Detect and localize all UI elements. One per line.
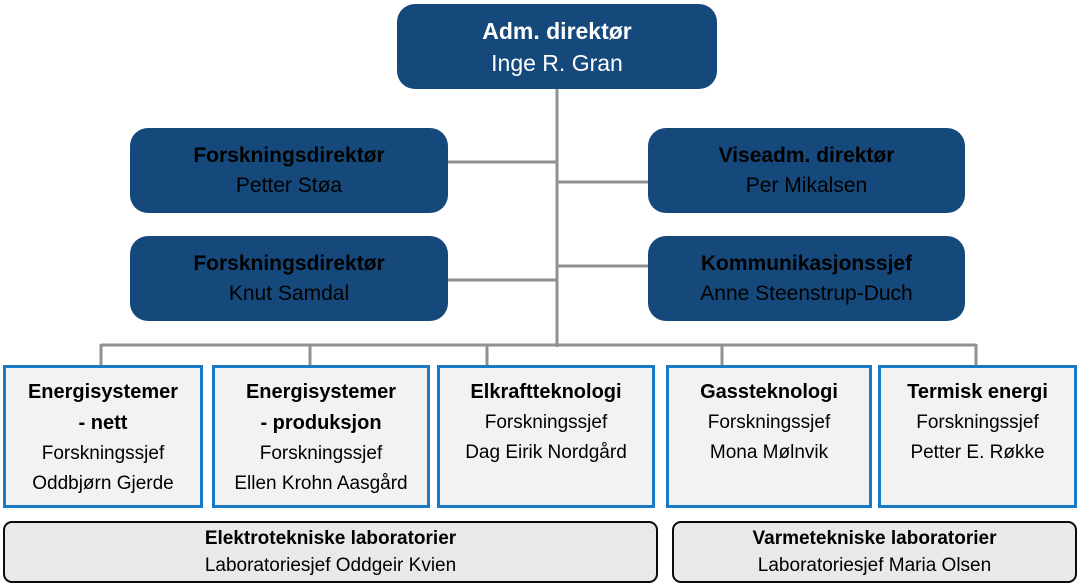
node-forskningsdirektor-samdal: Forskningsdirektør Knut Samdal — [130, 236, 448, 321]
node-name: Per Mikalsen — [745, 173, 868, 197]
node-title: Kommunikasjonssjef — [700, 251, 913, 275]
node-name: Laboratoriesjef Maria Olsen — [757, 555, 992, 576]
node-energisystemer-produksjon: Energisystemer - produksjon Forskningssj… — [212, 365, 430, 508]
node-title: Varmetekniske laboratorier — [752, 528, 997, 549]
node-gassteknologi: Gassteknologi Forskningssjef Mona Mølnvi… — [666, 365, 872, 508]
node-name: Inge R. Gran — [491, 49, 623, 76]
node-elkraftteknologi: Elkraftteknologi Forskningssjef Dag Eiri… — [437, 365, 655, 508]
node-name: Mona Mølnvik — [709, 442, 829, 463]
node-kommunikasjonssjef: Kommunikasjonssjef Anne Steenstrup-Duch — [648, 236, 965, 321]
node-name: Anne Steenstrup-Duch — [700, 281, 913, 305]
node-title: Energisystemer - nett — [27, 381, 179, 434]
node-energisystemer-nett: Energisystemer - nett Forskningssjef Odd… — [3, 365, 203, 508]
node-role: Forskningssjef — [707, 412, 831, 433]
node-viseadm-direktor: Viseadm. direktør Per Mikalsen — [648, 128, 965, 213]
node-title: Gassteknologi — [700, 381, 838, 403]
node-name: Petter E. Røkke — [910, 442, 1045, 463]
node-title: Elkraftteknologi — [470, 381, 622, 403]
node-title: Energisystemer - produksjon — [245, 381, 397, 434]
node-title: Termisk energi — [907, 381, 1048, 403]
node-elektrotekniske-laboratorier: Elektrotekniske laboratorier Laboratorie… — [3, 521, 658, 583]
node-name: Petter Støa — [235, 173, 343, 197]
node-title: Adm. direktør — [482, 17, 632, 44]
node-varmetekniske-laboratorier: Varmetekniske laboratorier Laboratoriesj… — [672, 521, 1077, 583]
node-title: Forskningsdirektør — [193, 143, 385, 167]
node-name: Knut Samdal — [228, 281, 350, 305]
node-title: Viseadm. direktør — [718, 143, 895, 167]
node-termisk-energi: Termisk energi Forskningssjef Petter E. … — [878, 365, 1077, 508]
node-title: Forskningsdirektør — [193, 251, 385, 275]
node-name: Dag Eirik Nordgård — [465, 442, 627, 463]
node-name: Laboratoriesjef Oddgeir Kvien — [204, 555, 457, 576]
node-title: Elektrotekniske laboratorier — [204, 528, 457, 549]
node-name: Ellen Krohn Aasgård — [234, 473, 408, 494]
node-role: Forskningssjef — [259, 443, 383, 464]
node-adm-direktor: Adm. direktør Inge R. Gran — [397, 4, 717, 89]
node-forskningsdirektor-stoa: Forskningsdirektør Petter Støa — [130, 128, 448, 213]
node-role: Forskningssjef — [41, 443, 165, 464]
node-role: Forskningssjef — [916, 412, 1039, 433]
node-name: Oddbjørn Gjerde — [32, 473, 174, 494]
node-role: Forskningssjef — [484, 412, 608, 433]
